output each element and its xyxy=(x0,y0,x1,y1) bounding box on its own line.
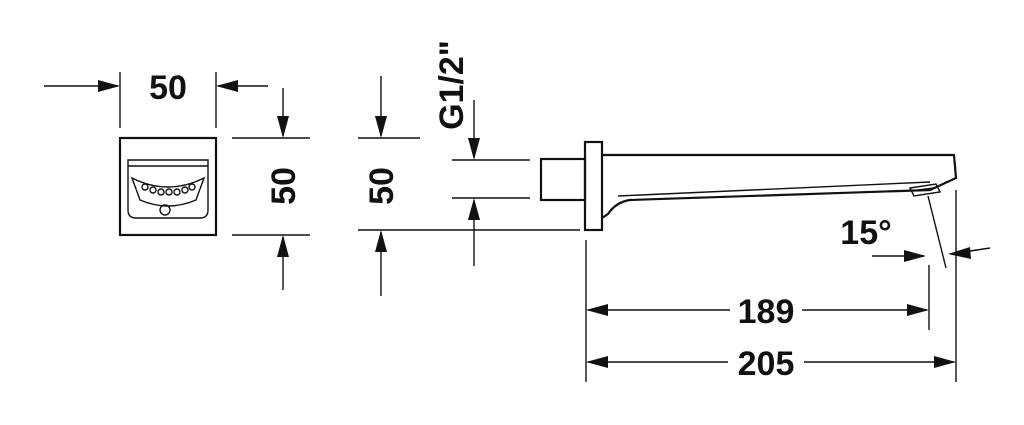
overall-length-label: 205 xyxy=(738,345,795,383)
projection-label: 189 xyxy=(738,293,795,331)
front-width-label: 50 xyxy=(149,69,187,107)
side-height-dimension: 50 xyxy=(358,76,580,296)
front-outlet-frame xyxy=(127,159,209,219)
aerator-holes xyxy=(141,183,196,196)
front-height-dimension: 50 xyxy=(232,88,310,290)
spout-inner-line xyxy=(617,181,931,197)
front-plate-outline xyxy=(118,136,218,237)
front-width-dimension: 50 xyxy=(44,69,268,128)
front-view: 50 50 xyxy=(44,69,310,290)
side-height-label: 50 xyxy=(363,167,401,205)
aerator-icon xyxy=(130,176,206,207)
spout-outlet xyxy=(908,183,942,197)
connection-stub xyxy=(539,157,587,202)
thread-label: G1/2" xyxy=(433,40,471,130)
spout-body xyxy=(601,153,958,219)
angle-label: 15° xyxy=(840,214,891,252)
thread-dimension: G1/2" xyxy=(433,40,530,266)
angle-dimension: 15° xyxy=(840,195,991,269)
front-screw-icon xyxy=(159,204,171,216)
length-dimensions: 189 205 xyxy=(585,190,957,383)
front-height-label: 50 xyxy=(265,167,303,205)
spout-side-view xyxy=(539,140,958,232)
wall-rosette xyxy=(583,140,604,232)
